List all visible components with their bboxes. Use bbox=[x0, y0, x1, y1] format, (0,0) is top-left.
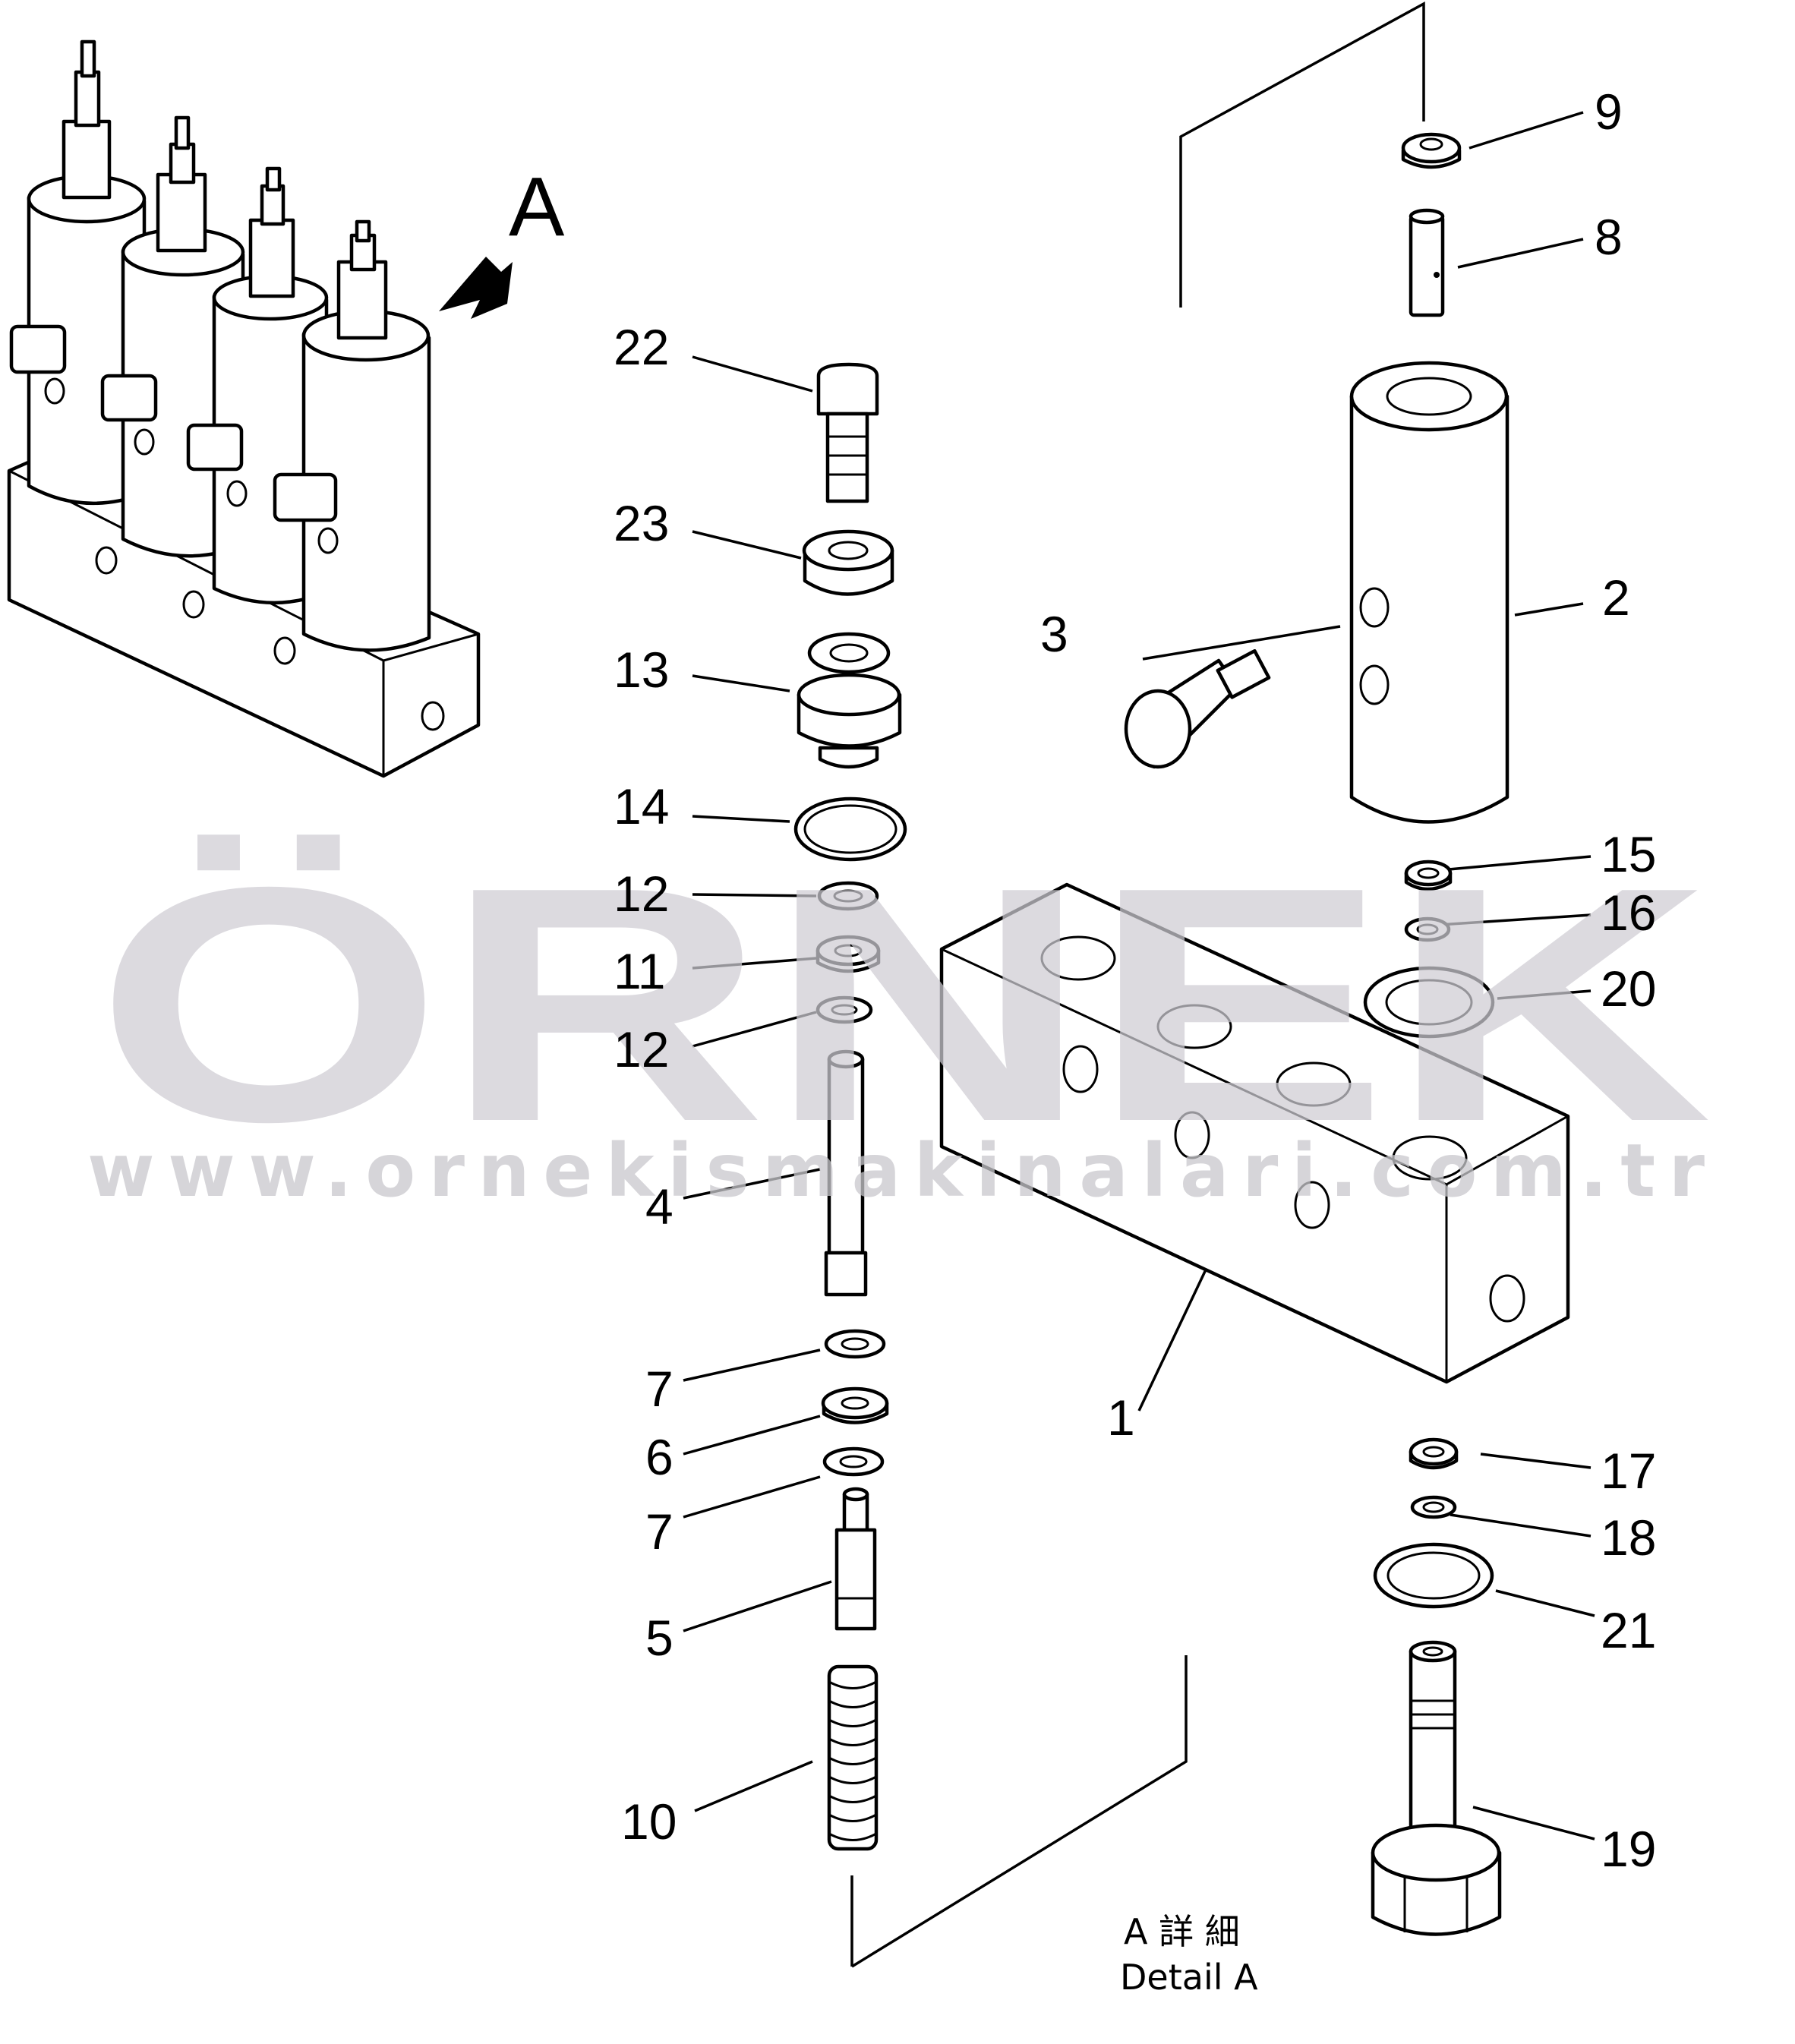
part-9-cap bbox=[1401, 132, 1462, 169]
part-7-ring-upper bbox=[824, 1329, 886, 1359]
callout-12-lower: 12 bbox=[614, 1021, 669, 1077]
watermark: ÖRNEK www.ornekismakinalari.com.tr bbox=[87, 819, 1712, 1213]
callout-16: 16 bbox=[1601, 885, 1656, 941]
callout-8: 8 bbox=[1595, 209, 1623, 265]
part-17-washer bbox=[1409, 1437, 1459, 1470]
leader-lines bbox=[683, 2, 1595, 1968]
callout-21: 21 bbox=[1601, 1602, 1656, 1658]
callout-13: 13 bbox=[614, 642, 669, 698]
callout-17: 17 bbox=[1601, 1443, 1656, 1499]
callout-7-lower: 7 bbox=[645, 1503, 674, 1560]
part-23-nut bbox=[802, 529, 894, 596]
part-14-o-ring bbox=[793, 796, 907, 862]
view-label-a: A bbox=[509, 160, 565, 254]
callout-19: 19 bbox=[1601, 1821, 1656, 1877]
callout-23: 23 bbox=[614, 495, 669, 551]
part-5-spool bbox=[834, 1487, 877, 1631]
callout-6: 6 bbox=[645, 1429, 674, 1485]
detail-caption-en: Detail A bbox=[1120, 1957, 1258, 1998]
callout-9: 9 bbox=[1595, 84, 1623, 140]
callout-20: 20 bbox=[1601, 960, 1656, 1017]
part-1-body bbox=[939, 882, 1570, 1384]
watermark-brand: ÖRNEK bbox=[95, 819, 1712, 1191]
part-15-washer bbox=[1404, 860, 1453, 891]
callout-3: 3 bbox=[1040, 606, 1068, 662]
part-21-o-ring bbox=[1373, 1542, 1494, 1609]
watermark-url: www.ornekismakinalari.com.tr bbox=[87, 1128, 1705, 1213]
callout-22: 22 bbox=[614, 319, 669, 375]
callout-labels: 22 23 13 14 12 11 12 4 7 6 7 5 10 1 3 9 … bbox=[614, 84, 1656, 1877]
part-11-washer bbox=[815, 935, 881, 973]
part-22-plug bbox=[816, 362, 879, 503]
callout-7-upper: 7 bbox=[645, 1361, 674, 1417]
detail-caption-jp: A 詳 細 bbox=[1124, 1911, 1240, 1952]
callout-2: 2 bbox=[1602, 569, 1630, 626]
part-18-ring bbox=[1410, 1495, 1457, 1519]
detail-caption: A 詳 細 Detail A bbox=[1120, 1911, 1258, 1998]
callout-12-upper: 12 bbox=[614, 866, 669, 922]
part-8-pin bbox=[1409, 208, 1445, 317]
part-19-adjust-screw bbox=[1371, 1640, 1502, 1936]
part-6-washer bbox=[821, 1386, 889, 1424]
part-2-cylinder bbox=[1349, 361, 1510, 824]
part-13-retainer bbox=[797, 632, 902, 769]
callout-5: 5 bbox=[645, 1610, 674, 1666]
callout-15: 15 bbox=[1601, 826, 1656, 882]
part-20-o-ring bbox=[1363, 966, 1495, 1039]
part-10-spring bbox=[827, 1664, 879, 1851]
callout-10: 10 bbox=[621, 1793, 677, 1850]
callout-1: 1 bbox=[1107, 1389, 1135, 1446]
part-12-ring-lower bbox=[815, 995, 873, 1024]
part-3-plug bbox=[1124, 648, 1271, 769]
callout-18: 18 bbox=[1601, 1509, 1656, 1566]
valve-assembly-overview bbox=[7, 39, 481, 778]
view-arrow-a: A bbox=[439, 160, 565, 319]
part-12-ring-upper bbox=[817, 881, 879, 911]
callout-14: 14 bbox=[614, 778, 669, 834]
callout-11: 11 bbox=[614, 943, 666, 999]
callout-4: 4 bbox=[645, 1178, 674, 1235]
part-4-piston bbox=[824, 1049, 868, 1297]
part-16-ring bbox=[1404, 916, 1451, 942]
part-7-ring-lower bbox=[822, 1446, 885, 1477]
